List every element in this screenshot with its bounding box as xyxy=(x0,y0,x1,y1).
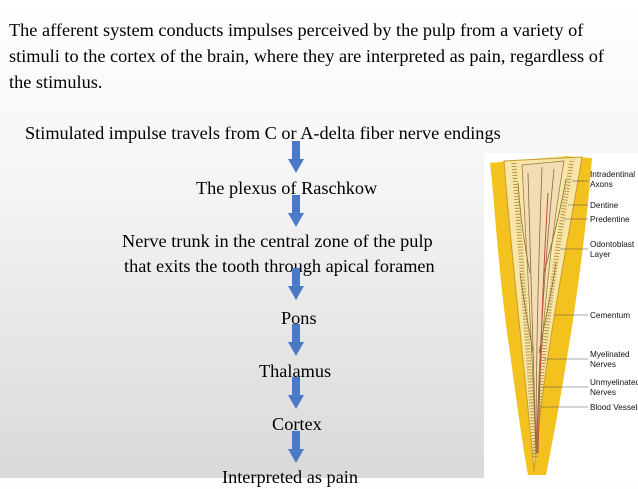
label-odontoblast: Odontoblast xyxy=(590,240,635,249)
label-intradentinal: Intradentinal xyxy=(590,170,635,179)
flow-step-pain: Interpreted as pain xyxy=(222,467,359,487)
flow-arrow-down-icon xyxy=(288,141,304,173)
flow-arrow-down-icon xyxy=(288,324,304,356)
label-myelinated: Myelinated xyxy=(590,350,630,359)
flow-step-thalamus: Thalamus xyxy=(259,361,332,381)
label-blood-vessels: Blood Vessels xyxy=(590,403,638,412)
label-layer: Layer xyxy=(590,250,611,259)
flow-step-nerve-trunk: Nerve trunk in the central zone of the p… xyxy=(122,231,433,251)
flow-step-pons: Pons xyxy=(281,308,317,328)
flow-step-stimulus: Stimulated impulse travels from C or A-d… xyxy=(25,123,501,143)
pulp-nerves xyxy=(517,166,567,454)
label-nerves-unmyelinated: Nerves xyxy=(590,388,616,397)
flow-arrow-down-icon xyxy=(288,377,304,409)
blood-vessel xyxy=(537,192,549,454)
flow-arrow-down-icon xyxy=(288,431,304,463)
label-axons: Axons xyxy=(590,180,613,189)
flow-step-plexus: The plexus of Raschkow xyxy=(196,178,378,198)
label-nerves-myelinated: Nerves xyxy=(590,360,616,369)
flow-arrow-down-icon xyxy=(288,268,304,300)
intro-paragraph: The afferent system conducts impulses pe… xyxy=(9,20,604,92)
flow-arrow-down-icon xyxy=(288,195,304,227)
label-dentine: Dentine xyxy=(590,201,619,210)
label-unmyelinated: Unmyelinated xyxy=(590,378,638,387)
flow-step-apical-foramen: that exits the tooth through apical fora… xyxy=(124,256,435,276)
odontoblast-layer xyxy=(511,158,575,459)
label-predentine: Predentine xyxy=(590,215,630,224)
tooth-pulp-illustration: Intradentinal Axons Dentine Predentine O… xyxy=(484,153,638,478)
flow-step-cortex: Cortex xyxy=(272,414,322,434)
label-cementum: Cementum xyxy=(590,311,630,320)
